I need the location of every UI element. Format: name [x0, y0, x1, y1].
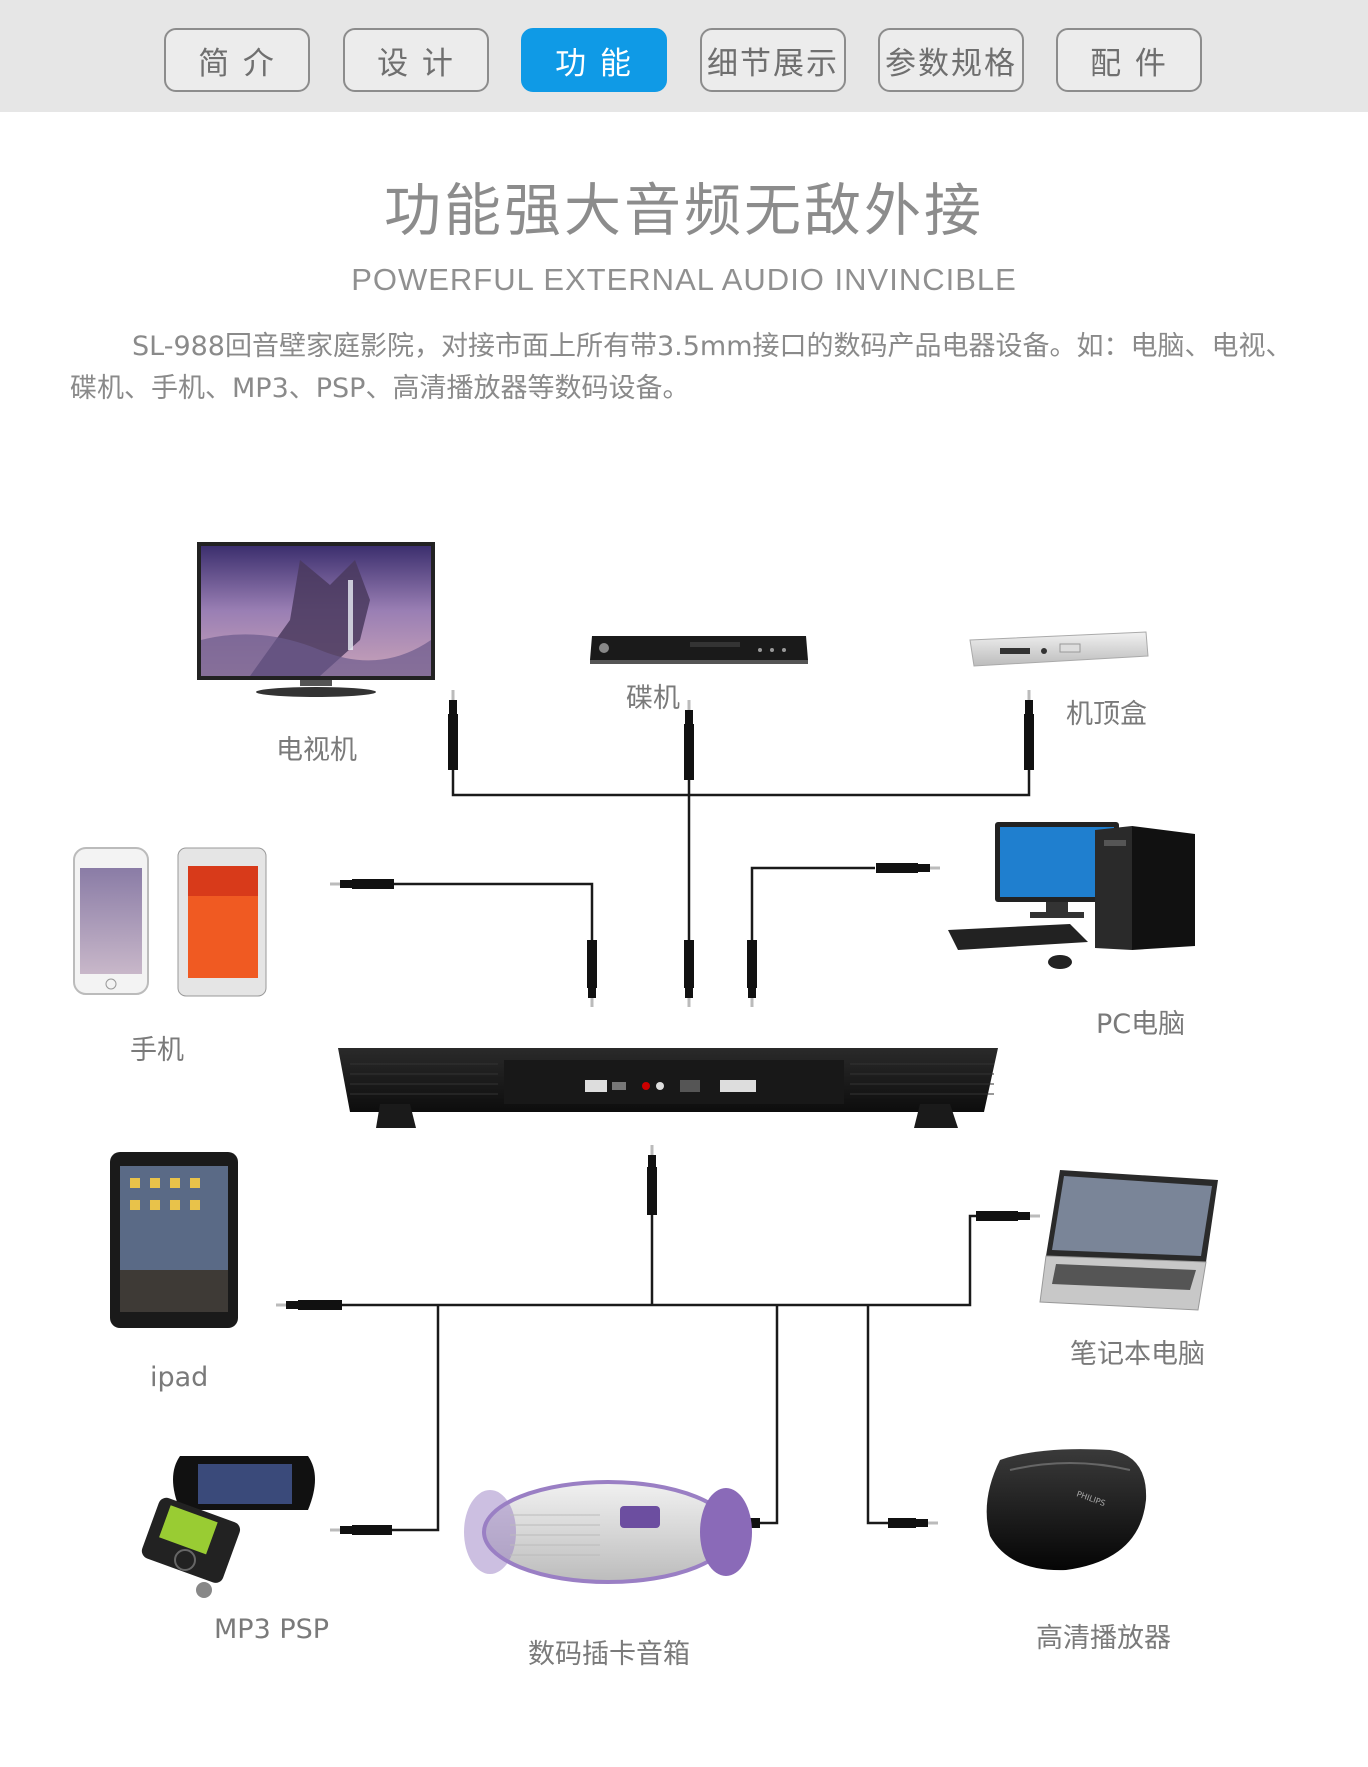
soundbar-icon [338, 1048, 998, 1128]
hd-player-icon: PHILIPS [986, 1449, 1147, 1571]
pc-icon [948, 822, 1195, 969]
label-pc: PC电脑 [1096, 1009, 1186, 1040]
ipad-icon [110, 1152, 238, 1328]
audio-cables [342, 770, 1031, 1532]
page-subtitle: POWERFUL EXTERNAL AUDIO INVINCIBLE [351, 262, 1017, 297]
tab-specs[interactable]: 参数规格 [878, 28, 1024, 92]
description-text: SL-988回音壁家庭影院，对接市面上所有带3.5mm接口的数码产品电器设备。如… [70, 331, 1293, 404]
label-tv: 电视机 [276, 735, 357, 766]
label-speaker: 数码插卡音箱 [528, 1639, 690, 1670]
label-laptop: 笔记本电脑 [1070, 1339, 1205, 1370]
dvd-player-icon [590, 636, 808, 664]
tab-details[interactable]: 细节展示 [700, 28, 846, 92]
label-dvd: 碟机 [626, 683, 680, 714]
top-nav-bar: 简 介 设 计 功 能 细节展示 参数规格 配 件 [0, 0, 1368, 112]
tab-accessories[interactable]: 配 件 [1056, 28, 1202, 92]
label-settop: 机顶盒 [1066, 699, 1147, 730]
label-hdplayer: 高清播放器 [1036, 1623, 1171, 1654]
mp3-psp-icon [141, 1456, 315, 1598]
phone-icons [73, 847, 267, 997]
label-ipad: ipad [150, 1362, 209, 1393]
page-title: 功能强大音频无敌外接 [384, 178, 984, 244]
tab-design[interactable]: 设 计 [343, 28, 489, 92]
tv-icon [197, 542, 435, 697]
label-mp3psp: MP3 PSP [214, 1614, 330, 1645]
tab-intro[interactable]: 简 介 [164, 28, 310, 92]
set-top-box-icon [969, 631, 1149, 667]
laptop-icon [1039, 1170, 1218, 1311]
jack-plugs [276, 690, 1040, 1535]
card-speaker-icon [464, 1480, 752, 1584]
tab-function[interactable]: 功 能 [521, 28, 667, 92]
label-phone: 手机 [130, 1035, 184, 1066]
